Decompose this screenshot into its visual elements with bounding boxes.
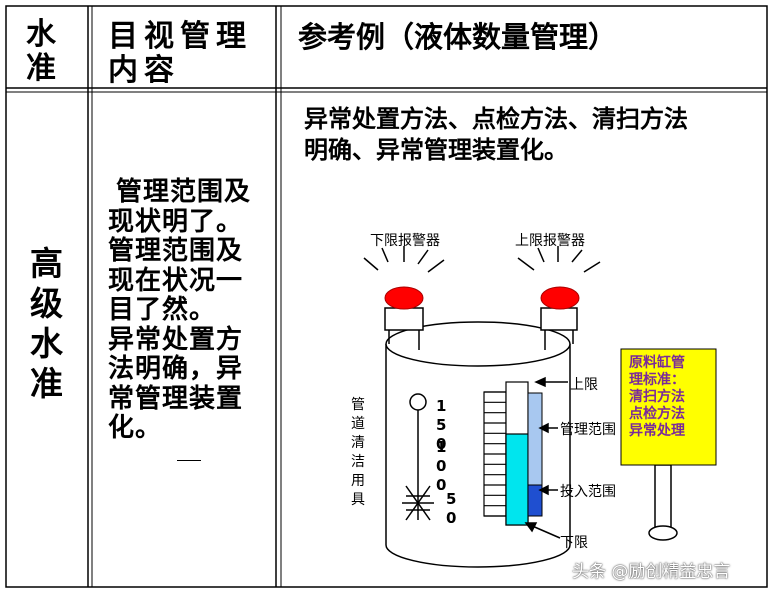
liquid-level bbox=[505, 433, 529, 526]
watermark: 头条 @励创精益忠言 bbox=[572, 562, 731, 582]
content-line: 常管理装置 bbox=[108, 383, 244, 414]
scale-label-150: 150 bbox=[436, 397, 454, 454]
content-line: 管理范围及 bbox=[108, 236, 244, 266]
level-cell: 高级水准 bbox=[30, 244, 70, 404]
sign-line: 异常处理 bbox=[629, 423, 685, 439]
level-gauge bbox=[505, 381, 543, 526]
example-cell: 异常处置方法、点检方法、清扫方法 明确、异常管理装置化。 bbox=[304, 104, 764, 166]
callout-arrows bbox=[524, 376, 568, 539]
pipe-tool-label-text: 管道清洁用具 bbox=[351, 397, 365, 508]
sign-line: 点检方法 bbox=[629, 406, 685, 422]
upper-alarm-rays bbox=[517, 246, 601, 273]
header-level: 水准 bbox=[26, 18, 66, 86]
scale-label-50: 50 bbox=[446, 490, 458, 528]
content-line: 目了然。 bbox=[108, 295, 217, 325]
lower-alarm-rays bbox=[363, 246, 445, 273]
content-lines: 管理范围及现状明了。管理范围及现在状况一目了然。异常处置方法明确，异常管理装置化… bbox=[108, 177, 268, 444]
lower-alarm-label: 下限报警器 bbox=[370, 233, 440, 249]
header-content: 目视管理内容 bbox=[108, 20, 268, 88]
scale-label-100: 100 bbox=[436, 438, 454, 495]
header-example: 参考例（液体数量管理） bbox=[298, 20, 758, 54]
management-range-label: 管理范围 bbox=[560, 422, 616, 438]
content-end-underline bbox=[177, 460, 201, 461]
example-line-2: 明确、异常管理装置化。 bbox=[304, 136, 568, 164]
header-example-text: 参考例（液体数量管理） bbox=[298, 20, 618, 54]
lower-limit-label: 下限 bbox=[560, 535, 588, 551]
scale-label-50-text: 50 bbox=[446, 490, 457, 527]
sign-line: 原料缸管 bbox=[629, 355, 685, 371]
pipe-cleaning-tool bbox=[402, 393, 434, 521]
sign-lines: 原料缸管理标准：清扫方法点检方法异常处理 bbox=[629, 355, 715, 440]
content-cell: 管理范围及现状明了。管理范围及现在状况一目了然。异常处置方法明确，异常管理装置化… bbox=[108, 177, 268, 444]
content-line: 管理范围及 bbox=[116, 177, 252, 207]
standard-sign bbox=[620, 348, 717, 541]
level-text: 高级水准 bbox=[30, 244, 63, 403]
lower-alarm-light bbox=[384, 286, 424, 310]
content-line: 法明确，异 bbox=[108, 354, 244, 384]
input-range-bar bbox=[527, 484, 543, 517]
content-line: 异常处置方 bbox=[108, 324, 244, 355]
sign-line: 理标准： bbox=[629, 372, 685, 388]
content-line: 化。 bbox=[108, 413, 163, 443]
content-line: 现在状况一 bbox=[108, 265, 244, 296]
header-content-text: 目视管理内容 bbox=[108, 19, 252, 88]
upper-alarm-light bbox=[540, 286, 580, 310]
table-grid bbox=[5, 5, 768, 588]
scale-label-100-text: 100 bbox=[436, 438, 447, 494]
input-range-label: 投入范围 bbox=[560, 484, 616, 500]
content-line: 现状明了。 bbox=[108, 206, 244, 237]
standard-sign-text: 原料缸管理标准：清扫方法点检方法异常处理 bbox=[629, 355, 715, 440]
scale-label-150-text: 150 bbox=[436, 397, 447, 453]
sign-line: 清扫方法 bbox=[629, 389, 685, 405]
example-line-1: 异常处置方法、点检方法、清扫方法 bbox=[304, 105, 688, 133]
header-level-text: 水准 bbox=[26, 17, 56, 86]
upper-limit-label: 上限 bbox=[570, 377, 598, 393]
pipe-tool-label: 管道清洁用具 bbox=[351, 396, 367, 510]
upper-alarm-label: 上限报警器 bbox=[515, 233, 585, 249]
